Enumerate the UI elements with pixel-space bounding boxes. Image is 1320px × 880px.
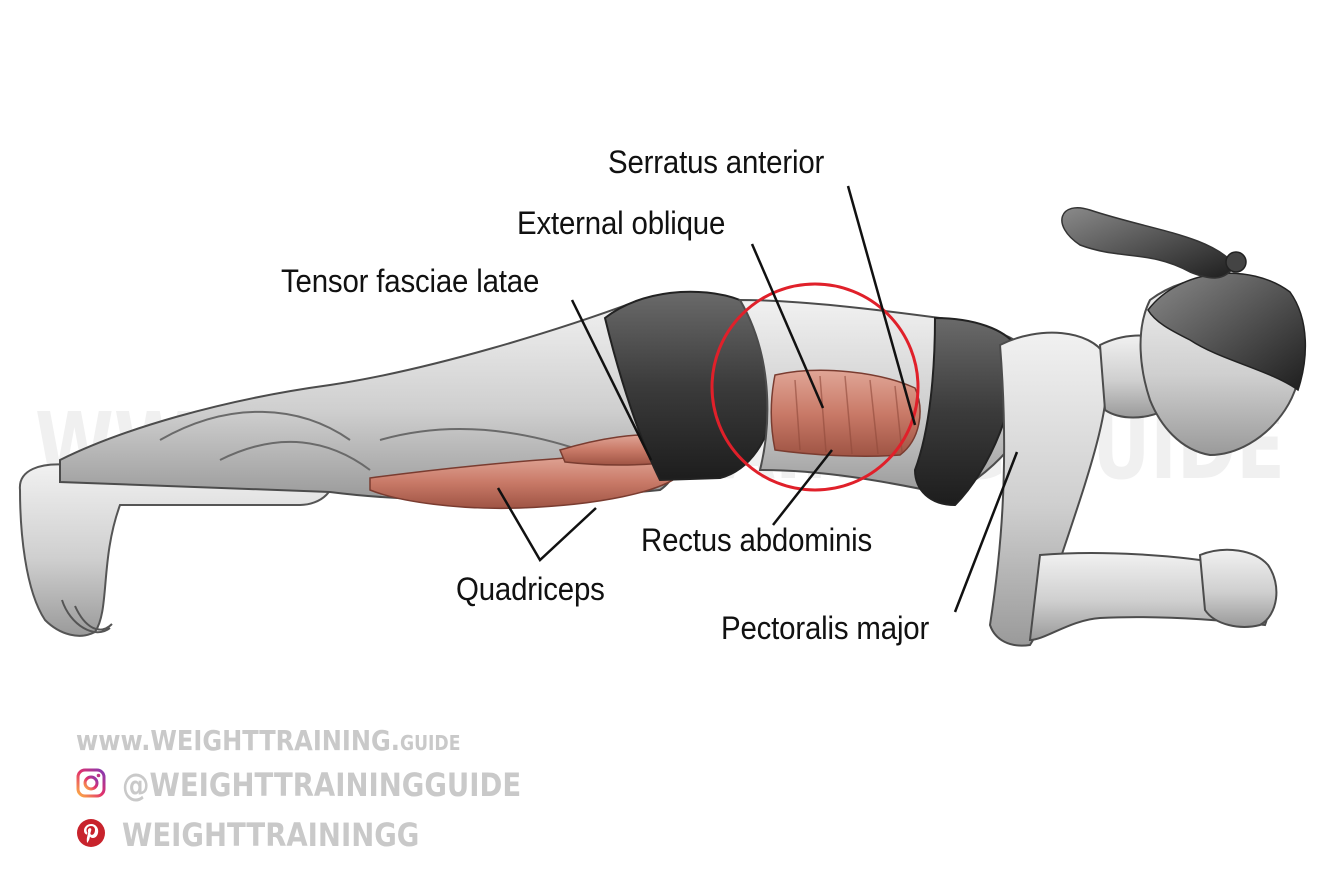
label-serratus-anterior: Serratus anterior [608,144,825,180]
label-tensor-fasciae-latae: Tensor fasciae latae [281,263,540,299]
leader-tensor-fasciae-latae [570,299,653,461]
body-figure [18,207,1307,647]
toes [61,599,113,634]
fist [1198,548,1278,628]
footer-website-main: www.WEIGHTTRAINING. [76,724,400,757]
hair-tie [1225,251,1247,273]
abdominal-muscles [770,369,921,457]
leader-external-oblique [750,243,825,409]
instagram-icon[interactable] [76,768,106,798]
sports-bra [913,316,1017,507]
leader-serratus-anterior [846,185,917,426]
leader-pectoralis-major [953,451,1019,613]
footer-website[interactable]: www.WEIGHTTRAINING.GUIDE [76,724,460,757]
pinterest-icon[interactable] [76,818,106,848]
label-pectoralis-major: Pectoralis major [721,610,930,646]
leader-quadriceps [496,487,597,562]
label-external-oblique: External oblique [517,205,726,241]
highlight-circle [710,282,920,492]
ponytail [1061,207,1236,279]
footer-pinterest[interactable]: WEIGHTTRAININGG [122,816,420,854]
footer-website-suffix: GUIDE [399,731,461,755]
label-rectus-abdominis: Rectus abdominis [641,522,873,558]
label-quadriceps: Quadriceps [456,571,605,607]
footer-instagram[interactable]: @WEIGHTTRAININGGUIDE [122,766,522,804]
abdominal-striations [794,375,903,455]
leader-rectus-abdominis [772,449,833,526]
leader-lines [496,185,1019,613]
calf-contour [159,410,581,471]
